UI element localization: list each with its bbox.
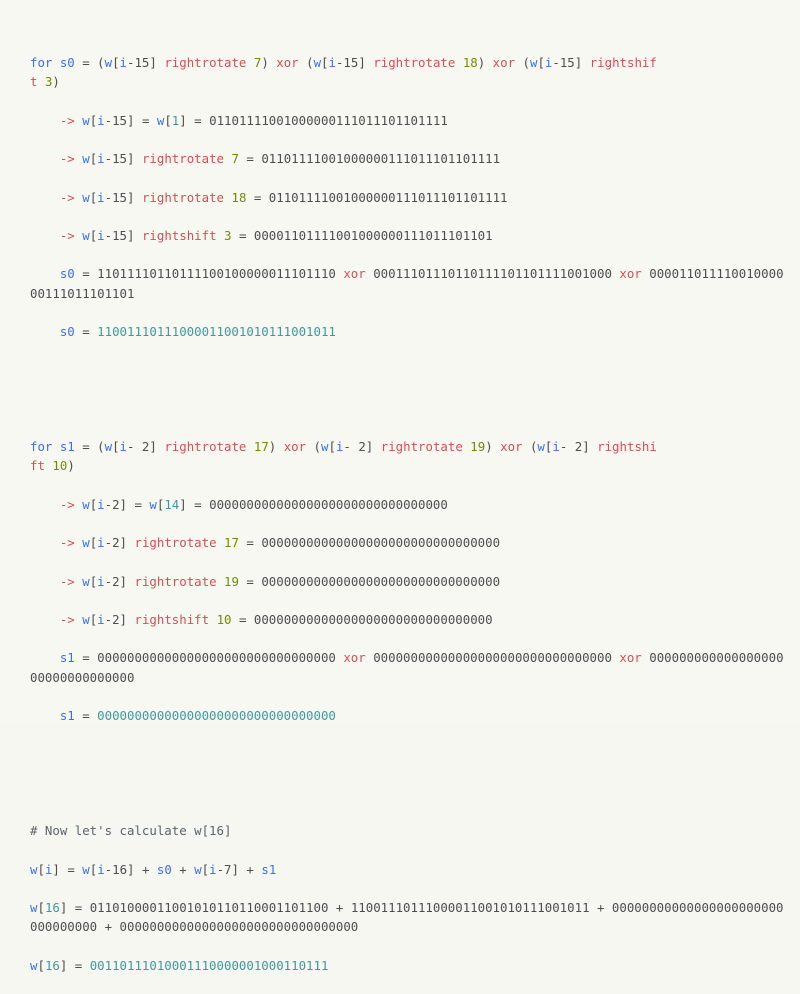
binary-value: 00000000000000000000000000000000 <box>261 573 501 589</box>
code-line-16: w[i] = w[i-16] + s0 + w[i-7] + s1 <box>30 861 277 877</box>
binary-operand-b: 00011101110110111101101111001000 <box>373 266 612 282</box>
binary-result: 11001110111000011001010111001011 <box>97 324 336 340</box>
code-line-3: -> w[i-15] rightrotate 7 = 0110111100100… <box>59 151 501 167</box>
binary-value: 00000000000000000000000000000000 <box>261 535 501 551</box>
binary-result: 00110111010001110000001000110111 <box>89 957 329 973</box>
binary-value: 01101111001000000111011101101111 <box>268 189 508 205</box>
op-xor: xor <box>619 266 642 282</box>
code-line-18: w[16] = 00110111010001110000001000110111 <box>30 957 329 973</box>
var-s0: s0 <box>59 55 75 71</box>
code-line-7: s0 = 11001110111000011001010111001011 <box>59 324 336 340</box>
binary-operand-a: 11011110110111100100000011101110 <box>97 266 336 282</box>
keyword-for: for <box>30 55 60 71</box>
binary-addend-a: 01101000011001010110110001101100 <box>89 900 329 916</box>
binary-result: 00000000000000000000000000000000 <box>97 708 336 724</box>
binary-operand-c: 00001101111001000000111011101101 <box>30 266 784 301</box>
code-line-6: s0 = 11011110110111100100000011101110 xo… <box>30 266 784 301</box>
code-line-5: -> w[i-15] rightshift 3 = 00001101111001… <box>59 228 493 244</box>
comment-text: # Now let's calculate w[16] <box>30 823 232 839</box>
code-line-4: -> w[i-15] rightrotate 18 = 011011110010… <box>59 189 508 205</box>
code-line-8: for s1 = (w[i- 2] rightrotate 17) xor (w… <box>30 439 657 455</box>
code-line-1-wrap: t 3) <box>30 74 60 90</box>
code-line-13: s1 = 00000000000000000000000000000000 xo… <box>30 650 784 685</box>
binary-operand-c: 00000000000000000000000000000000 <box>30 650 784 685</box>
var-s1: s1 <box>59 650 75 666</box>
var-s1: s1 <box>59 439 75 455</box>
op-xor: xor <box>343 650 366 666</box>
op-xor: xor <box>343 266 366 282</box>
code-line-11: -> w[i-2] rightrotate 19 = 0000000000000… <box>59 573 501 589</box>
blank-line <box>30 783 786 802</box>
blank-line <box>30 744 786 763</box>
code-line-8-wrap: ft 10) <box>30 458 75 474</box>
code-block: for s0 = (w[i-15] rightrotate 7) xor (w[… <box>30 55 786 973</box>
binary-value: 01101111001000000111011101101111 <box>209 112 448 128</box>
code-line-1: for s0 = (w[i-15] rightrotate 7) xor (w[… <box>30 55 657 71</box>
binary-value: 00000000000000000000000000000000 <box>209 496 448 512</box>
arrow: -> <box>59 112 75 128</box>
binary-value: 00000000000000000000000000000000 <box>253 612 493 628</box>
binary-operand-b: 00000000000000000000000000000000 <box>373 650 612 666</box>
code-line-10: -> w[i-2] rightrotate 17 = 0000000000000… <box>59 535 501 551</box>
blank-line <box>30 360 786 379</box>
binary-value: 01101111001000000111011101101111 <box>261 151 501 167</box>
op-xor: xor <box>619 650 642 666</box>
fn-rightrotate: rightrotate <box>164 55 247 71</box>
code-line-14: s1 = 00000000000000000000000000000000 <box>59 708 336 724</box>
code-line-15-comment: # Now let's calculate w[16] <box>30 821 786 840</box>
var-s0: s0 <box>59 266 75 282</box>
binary-addend-b: 11001110111000011001010111001011 <box>350 900 590 916</box>
code-line-9: -> w[i-2] = w[14] = 00000000000000000000… <box>59 496 448 512</box>
binary-addend-d: 00000000000000000000000000000000 <box>119 919 359 935</box>
binary-value: 00001101111001000000111011101101 <box>253 228 493 244</box>
code-line-12: -> w[i-2] rightshift 10 = 00000000000000… <box>59 612 493 628</box>
code-line-2: -> w[i-15] = w[1] = 01101111001000000111… <box>59 112 448 128</box>
binary-operand-a: 00000000000000000000000000000000 <box>97 650 336 666</box>
blank-line <box>30 399 786 418</box>
code-line-17: w[16] = 01101000011001010110110001101100… <box>30 900 784 935</box>
op-xor: xor <box>276 55 299 71</box>
